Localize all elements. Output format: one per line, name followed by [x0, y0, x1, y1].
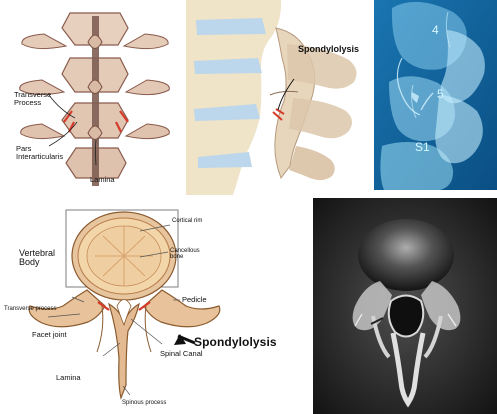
axial-vertebra-illustration-panel: Vertebral Body Cortical rim Cancellous b… [0, 198, 313, 414]
ct-scan-panel [313, 198, 497, 414]
xray-panel: 4 5 S1 [374, 0, 497, 190]
lateral-spine-illustration-panel: Spondylolysis [186, 0, 374, 195]
label-cortical-rim: Cortical rim [172, 218, 202, 224]
label-spondylolysis: Spondylolysis [298, 45, 359, 54]
label-lamina: Lamina [90, 176, 115, 184]
lateral-spine-illustration [186, 0, 374, 195]
label-transverse-process: Transverse Process [14, 91, 72, 106]
label-cancellous-bone: Cancellous bone [170, 248, 200, 260]
label-pedicle: Pedicle [182, 296, 207, 304]
label-spinal-canal: Spinal Canal [160, 350, 203, 358]
label-l4: 4 [432, 24, 439, 36]
label-vertebral-body: Vertebral Body [19, 249, 61, 267]
label-spinous-process: Spinous process [122, 400, 166, 406]
label-transverse-process-axial: Transverse process [4, 306, 56, 312]
label-lamina-axial: Lamina [56, 374, 81, 382]
label-l5: 5 [437, 88, 444, 100]
label-pars-interarticularis: Pars Interarticularis [16, 145, 76, 160]
label-facet-joint: Facet joint [32, 331, 67, 339]
label-s1: S1 [415, 141, 430, 153]
posterior-spine-illustration-panel: Transverse Process Pars Interarticularis… [0, 0, 190, 205]
label-spondylolysis-axial: Spondylolysis [194, 336, 277, 348]
axial-ct-image [313, 198, 497, 414]
